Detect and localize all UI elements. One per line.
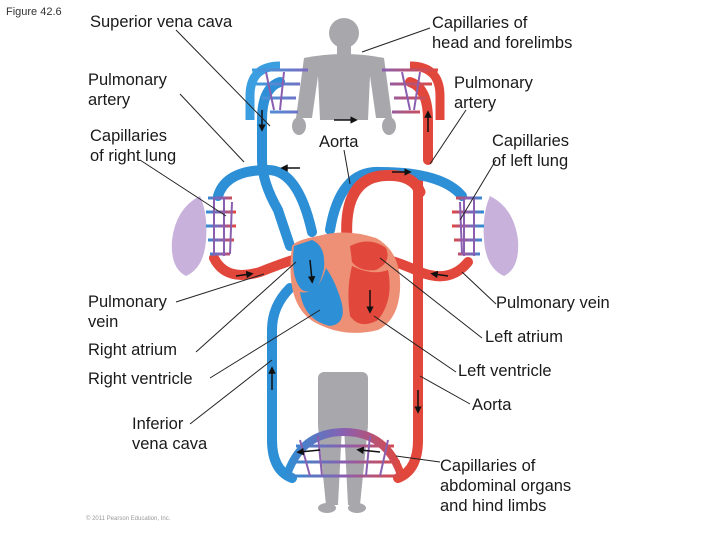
figure-number: Figure 42.6 [6,6,62,18]
label-pulmonary-artery-left: Pulmonary artery [88,71,167,109]
label-inferior-vena-cava: Inferior vena cava [132,415,208,453]
capillaries-left-lung [452,196,484,256]
label-aorta-top: Aorta [319,133,359,151]
left-atrium-chamber [350,241,388,271]
label-pulmonary-vein-right: Pulmonary vein [496,294,610,312]
label-right-atrium: Right atrium [88,341,177,359]
leader-lines [139,27,497,463]
label-capillaries-abdominal: Capillaries of abdominal organs and hind… [440,457,572,515]
label-capillaries-head: Capillaries of head and forelimbs [432,14,573,52]
lower-body-silhouette [318,372,368,513]
pulmonary-artery-left-vessel [213,164,317,237]
label-left-atrium: Left atrium [485,328,563,346]
aorta-downward-vessel [393,175,423,483]
label-capillaries-right-lung: Capillaries of right lung [90,127,177,165]
inferior-vena-cava-vessel [267,283,297,483]
right-lung [171,196,207,276]
label-capillaries-left-lung: Capillaries of left lung [492,132,570,170]
label-pulmonary-vein-left: Pulmonary vein [88,293,167,331]
label-right-ventricle: Right ventricle [88,370,193,388]
left-ventricle-chamber [348,266,390,325]
label-aorta-bottom: Aorta [472,396,512,414]
copyright-notice: © 2011 Pearson Education, Inc. [86,516,171,522]
aorta-upward-vessel [405,77,433,165]
capillaries-head-forelimbs [245,61,445,120]
label-left-ventricle: Left ventricle [458,362,552,380]
label-pulmonary-artery-right: Pulmonary artery [454,74,533,112]
upper-body-silhouette [292,18,396,135]
flow-arrows [235,110,449,456]
capillaries-abdominal-hindlimbs [282,427,406,480]
capillaries-right-lung [206,196,236,256]
superior-vena-cava-vessel [257,77,295,251]
label-superior-vena-cava: Superior vena cava [90,13,233,31]
right-atrium-chamber [293,240,325,292]
aortic-arch-vessel [341,169,426,256]
left-lung [483,196,519,276]
right-ventricle-chamber [300,268,343,326]
